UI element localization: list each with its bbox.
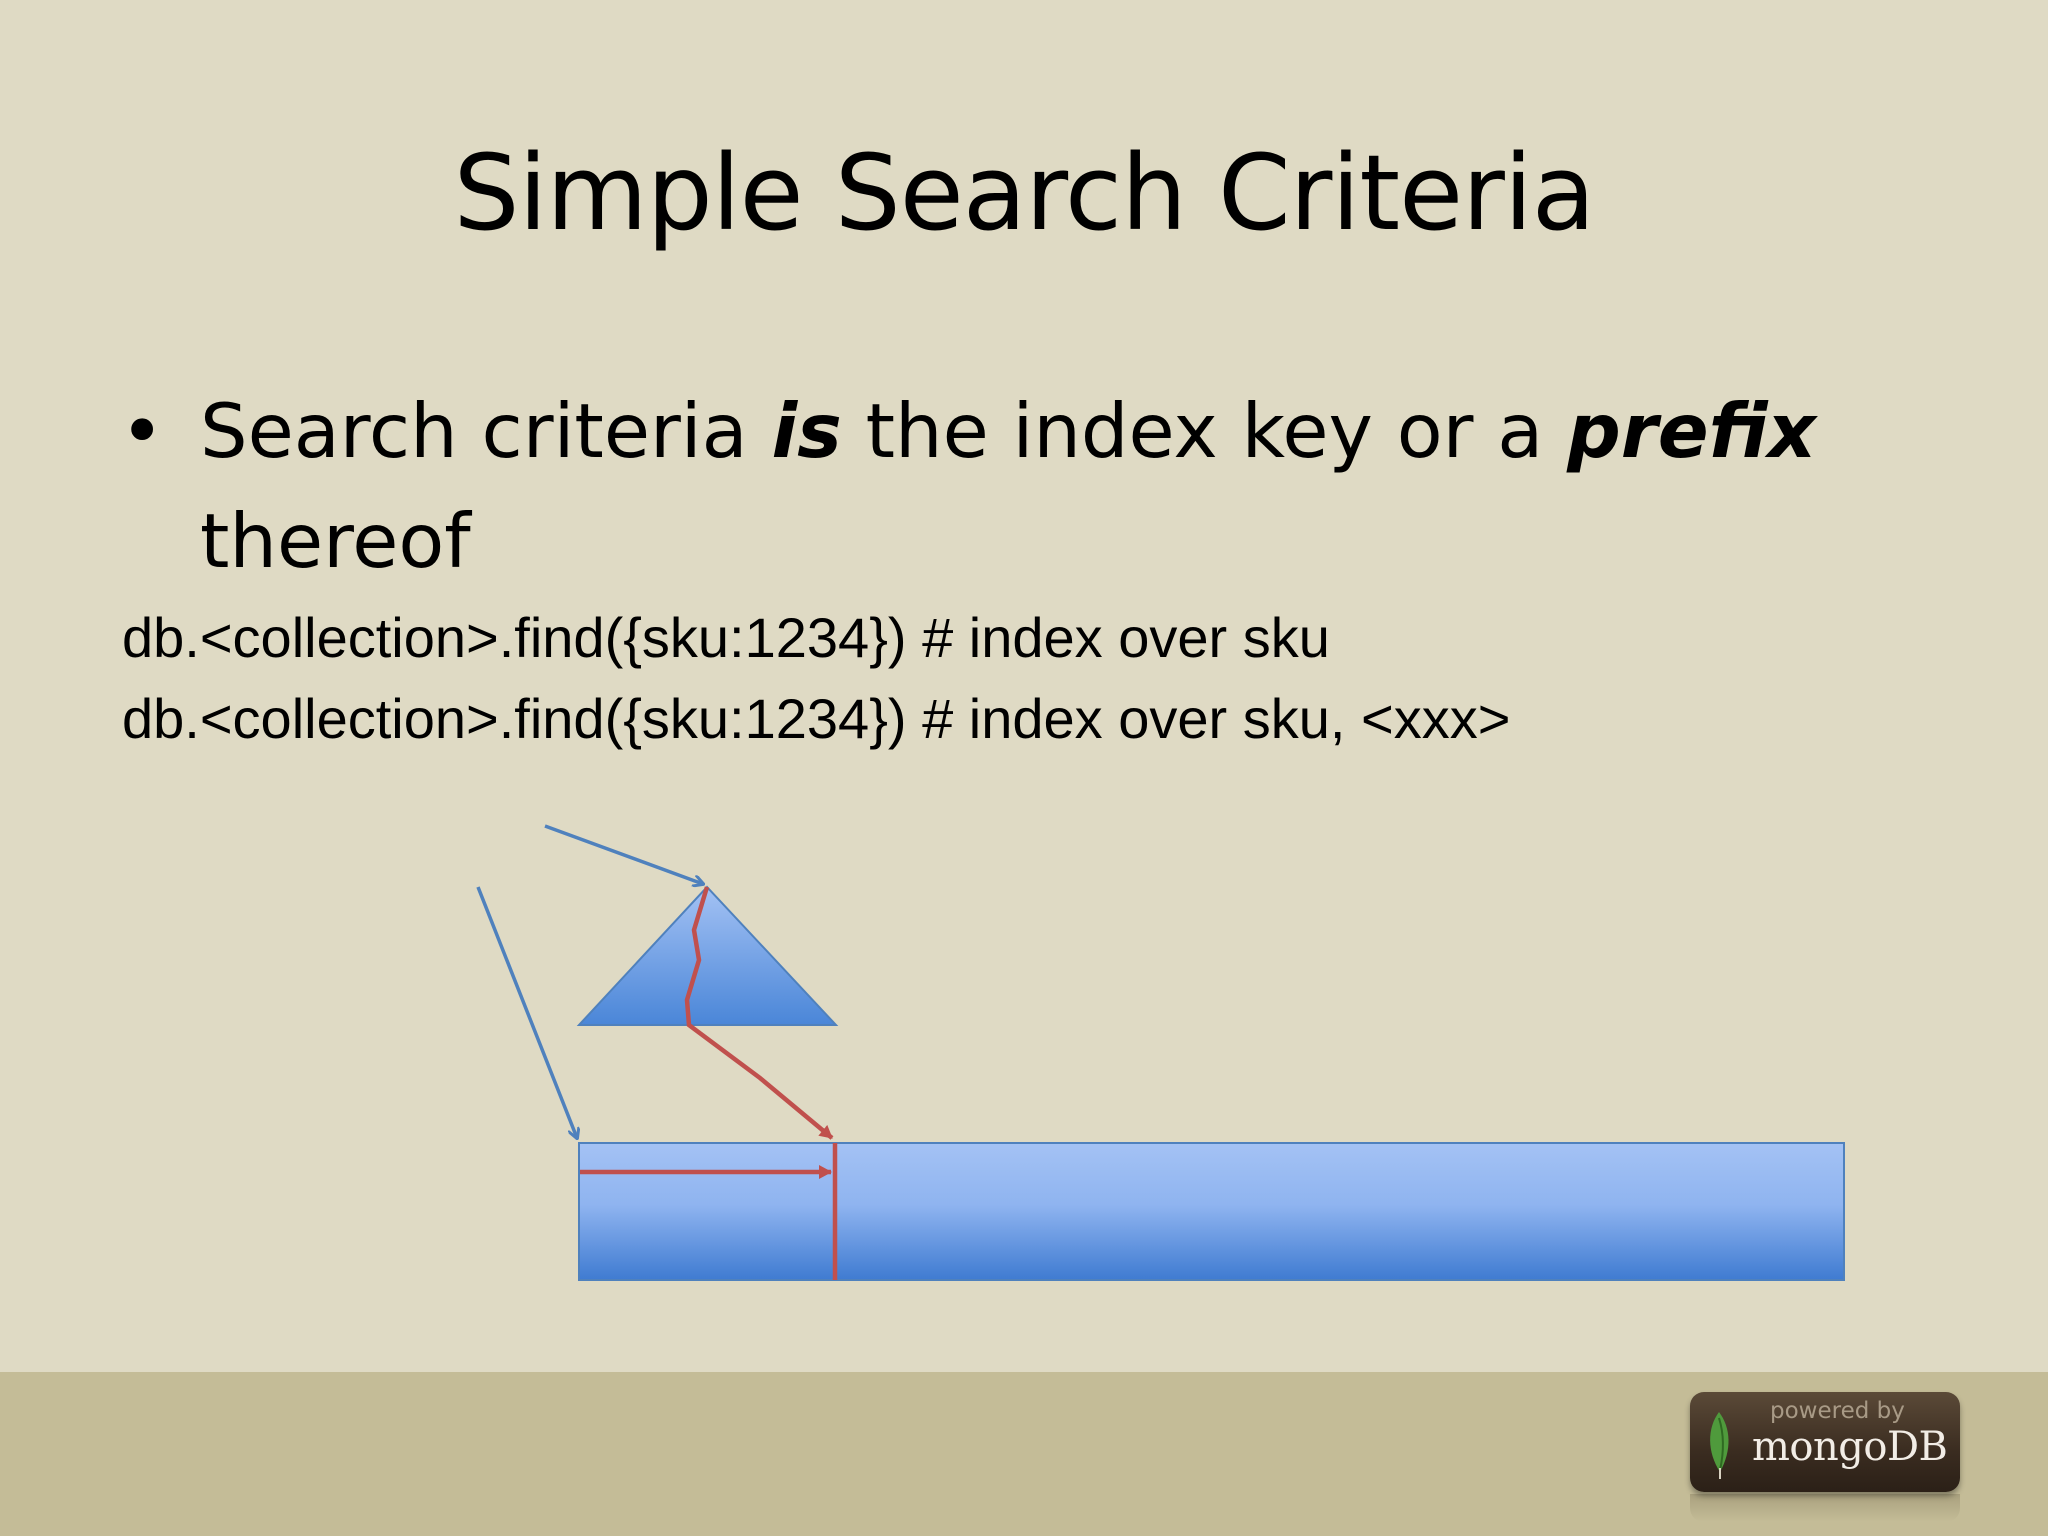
bullet-text-part: thereof bbox=[200, 497, 471, 585]
bullet-text: Search criteria is the index key or a pr… bbox=[200, 376, 1820, 596]
leaf-icon bbox=[1710, 1412, 1729, 1479]
powered-by-mongodb-badge: powered by mongoDB bbox=[1690, 1392, 1960, 1492]
bullet-text-part: Search criteria bbox=[200, 387, 772, 475]
mongodb-wordmark: mongoDB bbox=[1752, 1424, 1948, 1470]
bullet-emphasis-prefix: prefix bbox=[1567, 387, 1817, 475]
powered-by-label: powered by bbox=[1770, 1398, 1905, 1424]
bullet-text-part: the index key or a bbox=[841, 387, 1568, 475]
index-traversal-path bbox=[684, 886, 834, 1140]
badge-reflection bbox=[1690, 1494, 1960, 1522]
bullet-marker: • bbox=[120, 387, 165, 475]
query-arrow-to-collection bbox=[476, 886, 577, 1138]
collection-bar bbox=[578, 1142, 1845, 1281]
slide-title: Simple Search Criteria bbox=[453, 132, 1596, 254]
query-arrow-to-index bbox=[544, 824, 703, 884]
index-tree-triangle bbox=[576, 885, 839, 1026]
bullet-emphasis-is: is bbox=[771, 387, 842, 475]
code-line-sku: db.<collection>.find({sku:1234}) # index… bbox=[122, 606, 1330, 669]
code-line-sku-compound: db.<collection>.find({sku:1234}) # index… bbox=[122, 687, 1511, 750]
